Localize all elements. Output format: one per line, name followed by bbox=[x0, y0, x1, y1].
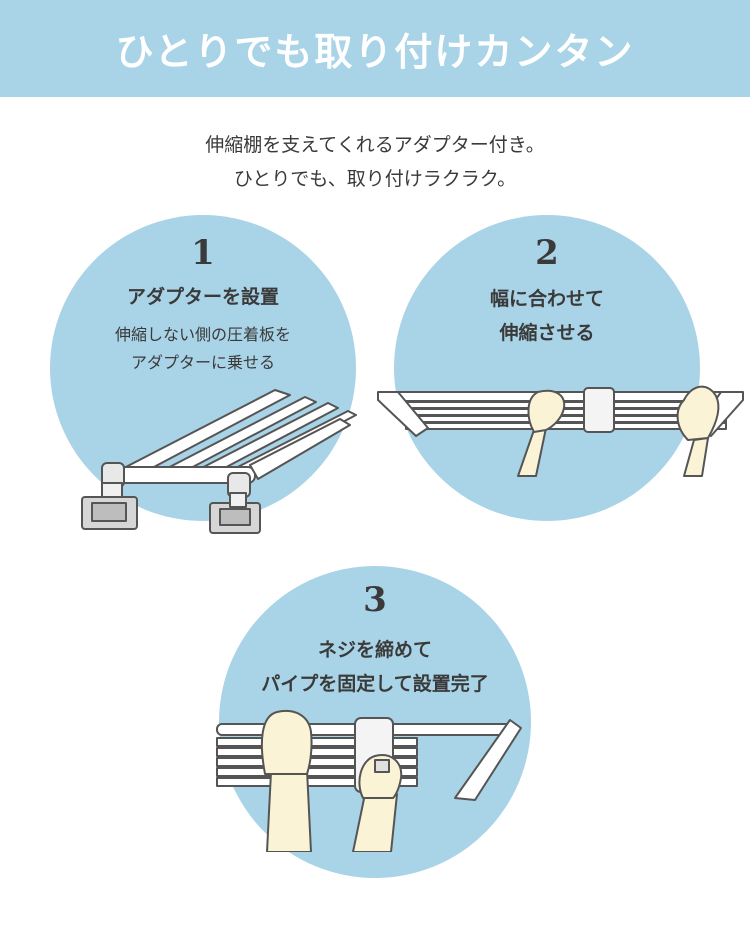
page-title: ひとりでも取り付けカンタン bbox=[115, 30, 635, 74]
intro-line-2: ひとりでも、取り付けラクラク。 bbox=[233, 168, 517, 190]
header-banner: ひとりでも取り付けカンタン bbox=[0, 0, 750, 97]
step-3-title-line-1: ネジを締めて bbox=[317, 639, 432, 661]
step-1-number: 1 bbox=[191, 233, 215, 273]
intro-line-1: 伸縮棚を支えてくれるアダプター付き。 bbox=[205, 134, 545, 156]
step-2-title-line-2: 伸縮させる bbox=[499, 322, 595, 344]
shelf-adapter-illustration bbox=[81, 389, 357, 534]
step-2-number: 2 bbox=[535, 233, 559, 273]
step-1-title: アダプターを設置 bbox=[126, 286, 279, 308]
step-3-number: 3 bbox=[363, 580, 387, 620]
intro-text: 伸縮棚を支えてくれるアダプター付き。 ひとりでも、取り付けラクラク。 bbox=[0, 128, 750, 196]
screw-tighten-illustration bbox=[216, 710, 522, 852]
shelf-extend-illustration bbox=[377, 385, 744, 477]
step-1-desc-line-2: アダプターに乗せる bbox=[130, 353, 275, 372]
step-3-title-line-2: パイプを固定して設置完了 bbox=[261, 673, 489, 695]
step-2-circle: 2 幅に合わせて 伸縮させる bbox=[394, 215, 700, 521]
step-1-desc-line-1: 伸縮しない側の圧着板を bbox=[114, 325, 291, 344]
step-2-title-line-1: 幅に合わせて bbox=[489, 288, 604, 310]
